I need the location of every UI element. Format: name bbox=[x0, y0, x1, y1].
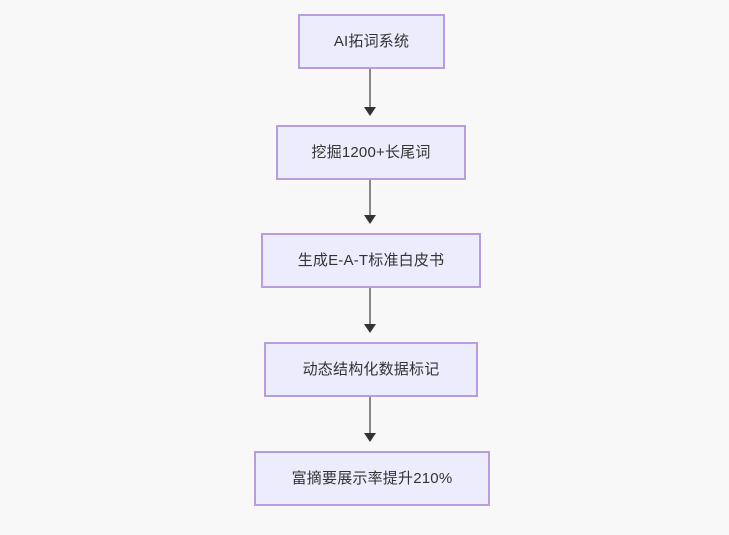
flow-node-dynamic-structured-data[interactable]: 动态结构化数据标记 bbox=[264, 342, 478, 397]
flow-edge-1 bbox=[369, 69, 371, 107]
flow-node-mine-longtail-keywords[interactable]: 挖掘1200+长尾词 bbox=[276, 125, 466, 180]
flow-node-label: 生成E-A-T标准白皮书 bbox=[297, 252, 445, 269]
flow-node-ai-keyword-system[interactable]: AI拓词系统 bbox=[298, 14, 445, 69]
flow-node-label: AI拓词系统 bbox=[333, 33, 410, 50]
flow-arrowhead-2 bbox=[364, 215, 376, 224]
flow-edge-3 bbox=[369, 288, 371, 324]
flow-node-label: 富摘要展示率提升210% bbox=[291, 470, 453, 487]
flow-node-rich-snippet-result[interactable]: 富摘要展示率提升210% bbox=[254, 451, 490, 506]
flow-arrowhead-4 bbox=[364, 433, 376, 442]
flow-edge-2 bbox=[369, 180, 371, 215]
flow-node-label: 挖掘1200+长尾词 bbox=[311, 144, 431, 161]
flow-node-generate-eat-whitepaper[interactable]: 生成E-A-T标准白皮书 bbox=[261, 233, 481, 288]
flow-node-label: 动态结构化数据标记 bbox=[302, 361, 440, 378]
flow-arrowhead-1 bbox=[364, 107, 376, 116]
flow-edge-4 bbox=[369, 397, 371, 433]
flow-arrowhead-3 bbox=[364, 324, 376, 333]
